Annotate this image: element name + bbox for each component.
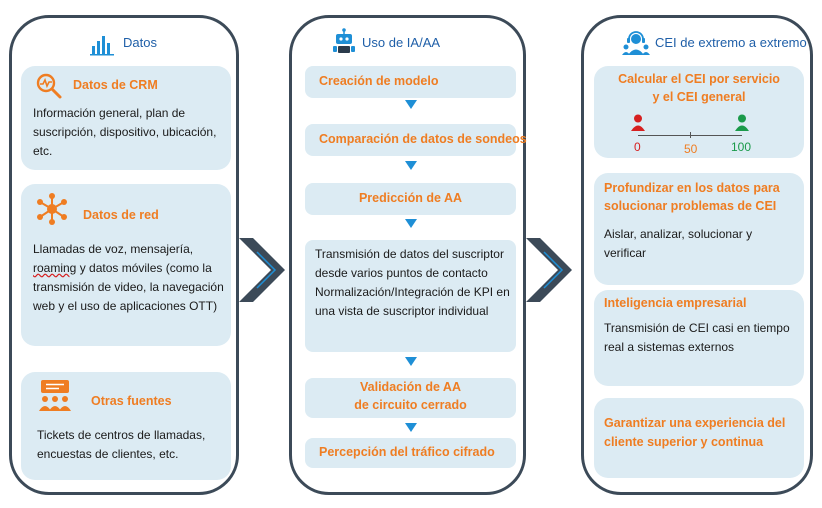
ai-step-arrow-icon (405, 357, 417, 366)
cei-guarantee-title: Garantizar una experiencia del cliente s… (604, 416, 786, 449)
cei-bi-box: Inteligencia empresarial Transmisión de … (594, 290, 804, 386)
network-text: Llamadas de voz, mensajería, roaming y d… (33, 240, 233, 316)
red-person-icon (631, 114, 645, 131)
cei-panel: CEI de extremo a extremo Calcular el CEI… (581, 15, 813, 495)
ai-step-encrypted-traffic: Percepción del tráfico cifrado (305, 438, 516, 468)
ai-step-survey-comparison: Comparación de datos de sondeos (305, 124, 527, 156)
cei-calc-title-line2: y el CEI general (652, 90, 746, 104)
ai-step-model-creation: Creación de modelo (305, 66, 516, 98)
cei-scale-mid: 50 (684, 142, 698, 156)
cei-deep-dive-box: Profundizar en los datos para solucionar… (594, 173, 804, 285)
ai-step-arrow-icon (405, 423, 417, 432)
network-text-roaming: roaming (33, 261, 77, 275)
robot-icon (333, 28, 355, 53)
cei-bi-text: Transmisión de CEI casi en tiempo real a… (604, 321, 790, 354)
crm-title: Datos de CRM (73, 78, 158, 92)
cei-panel-title: CEI de extremo a extremo (655, 35, 807, 50)
ai-step-arrow-icon (405, 100, 417, 109)
ai-step-data-streaming: Transmisión de datos del suscriptor desd… (305, 240, 516, 352)
ai-step-arrow-icon (405, 161, 417, 170)
bar-chart-icon (90, 36, 114, 56)
flow-arrow-icon (239, 238, 285, 302)
cei-scale-tick (690, 132, 691, 138)
data-panel-title: Datos (123, 35, 157, 50)
ai-panel: Uso de IA/AA Creación de modelo Comparac… (289, 15, 527, 495)
crm-text: Información general, plan de suscripción… (33, 106, 217, 158)
flow-arrow-icon (526, 238, 572, 302)
green-person-icon (735, 114, 749, 131)
other-sources-text: Tickets de centros de llamadas, encuesta… (37, 428, 206, 461)
cei-guarantee-box: Garantizar una experiencia del cliente s… (594, 398, 804, 478)
cei-calc-title-line1: Calcular el CEI por servicio (618, 72, 780, 86)
cei-deep-dive-text: Aislar, analizar, solucionar y verificar (604, 227, 753, 260)
network-node-icon (37, 193, 67, 225)
cei-scale-min: 0 (634, 140, 641, 154)
other-sources-box: Otras fuentes Tickets de centros de llam… (21, 372, 231, 480)
network-text-before: Llamadas de voz, mensajería, (33, 242, 194, 256)
network-title: Datos de red (83, 208, 159, 222)
network-box: Datos de red Llamadas de voz, mensajería… (21, 184, 231, 346)
cei-scale-max: 100 (731, 140, 752, 154)
crm-analytics-icon (36, 73, 62, 99)
ai-step-arrow-icon (405, 219, 417, 228)
network-text-after: y datos móviles (como la transmisión de … (33, 261, 224, 313)
customer-support-icon (622, 31, 650, 55)
cei-deep-dive-title: Profundizar en los datos para solucionar… (604, 181, 780, 213)
crm-box: Datos de CRM Información general, plan d… (21, 66, 231, 170)
ai-step-prediction: Predicción de AA (305, 183, 516, 215)
data-panel: Datos Datos de CRM Información general, … (9, 15, 239, 495)
cei-calc-box: Calcular el CEI por servicio y el CEI ge… (594, 66, 804, 158)
cei-bi-title: Inteligencia empresarial (604, 296, 747, 310)
people-chat-icon (39, 380, 71, 411)
other-sources-title: Otras fuentes (91, 394, 172, 408)
ai-step-closed-loop: Validación de AA de circuito cerrado (305, 378, 516, 418)
ai-panel-title: Uso de IA/AA (362, 35, 441, 50)
